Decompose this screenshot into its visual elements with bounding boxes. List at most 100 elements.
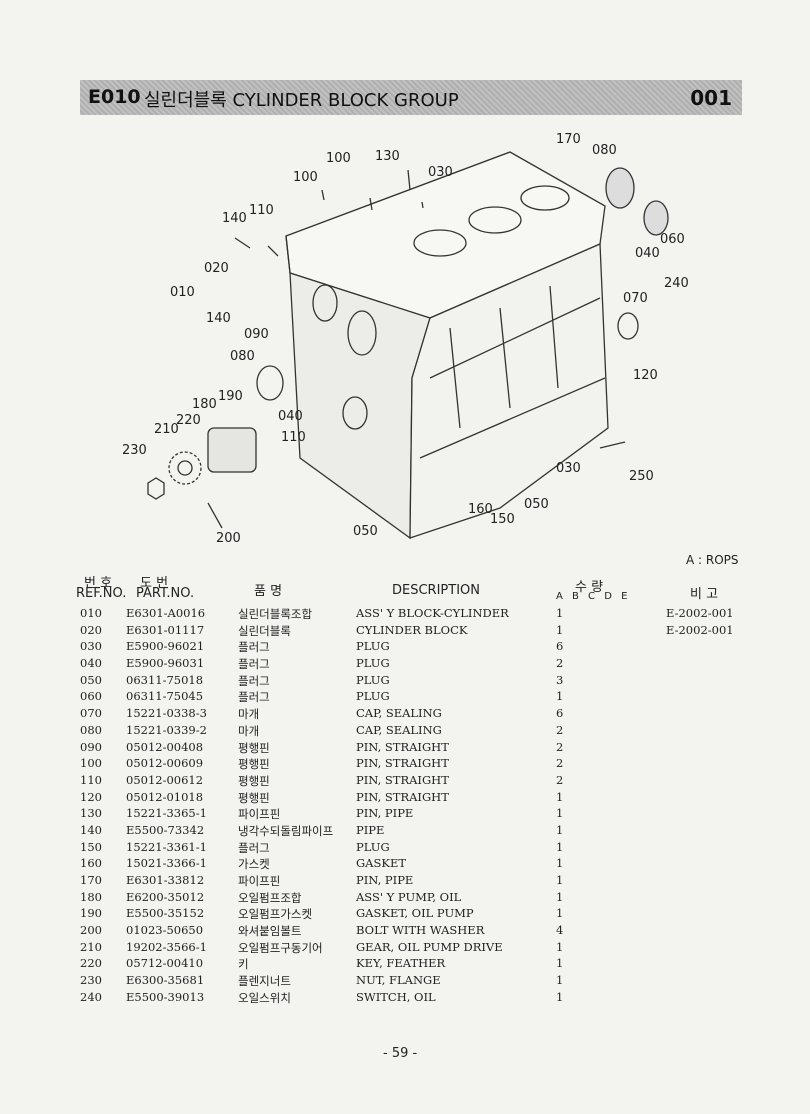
col-remarks: 비 고 [690,587,719,602]
part-no-cell: E5900-96031 [126,656,205,671]
quantity-cell: 1 [556,989,564,1004]
callout-110: 110 [249,203,274,218]
ref-no-cell: 220 [80,956,102,971]
quantity-cell: 4 [556,923,564,938]
section-title: 실린더블록 CYLINDER BLOCK GROUP [144,90,459,111]
korean-name-cell: 실린더블록조합 [238,607,313,621]
col-ref-kor: 번 호 [84,576,113,591]
part-no-cell: 05012-00612 [126,772,204,787]
ref-no-cell: 070 [80,706,102,721]
ref-no-cell: 030 [80,639,102,654]
section-header: E010 실린더블록 CYLINDER BLOCK GROUP 001 [80,80,742,115]
quantity-cell: 1 [556,789,564,804]
korean-name-cell: 와셔붙임볼트 [238,924,302,939]
callout-030b: 030 [556,461,581,476]
callout-070: 070 [623,291,648,306]
ref-no-cell: 090 [80,739,102,754]
korean-name-cell: 평행핀 [238,740,270,755]
korean-name-cell: 평행핀 [238,773,270,788]
quantity-cell: 2 [556,756,564,771]
col-ref-eng: REF.NO. [76,586,127,601]
korean-name-cell: 오일펌프가스켓 [238,907,313,922]
description-cell: PLUG [356,656,390,671]
remarks-cell: E-2002-001 [666,622,734,637]
callout-210: 210 [154,422,179,437]
callout-100: 100 [326,151,351,166]
callout-190: 190 [218,389,243,404]
callout-040: 040 [635,246,660,261]
part-no-cell: 15221-3365-1 [126,806,207,821]
callout-010: 010 [170,285,195,300]
quantity-cell: 1 [556,622,564,637]
korean-name-cell: 플렌지너트 [238,974,291,989]
quantity-cell: 1 [556,973,564,988]
callout-200: 200 [216,531,241,546]
ref-no-cell: 010 [80,606,102,620]
part-no-cell: E5500-73342 [126,822,205,837]
description-cell: CAP, SEALING [356,706,442,721]
quantity-cell: 1 [556,689,564,704]
description-cell: PIPE [356,822,385,837]
description-cell: PIN, STRAIGHT [356,756,449,771]
description-cell: SWITCH, OIL [356,989,436,1004]
ref-no-cell: 180 [80,889,102,904]
ref-no-cell: 060 [80,689,102,704]
callout-110b: 110 [281,430,306,445]
description-cell: PLUG [356,689,390,704]
col-name-kor: 품 명 [254,584,283,599]
part-no-cell: 05712-00410 [126,956,204,971]
part-no-cell: 15021-3366-1 [126,856,207,871]
ref-no-cell: 120 [80,789,102,804]
col-qty-letters: A B C D E [556,591,628,602]
ref-no-cell: 150 [80,839,102,854]
quantity-cell: 2 [556,656,564,671]
korean-name-cell: 마개 [238,707,260,722]
description-cell: PIN, STRAIGHT [356,739,449,754]
ref-no-cell: 080 [80,722,102,737]
description-cell: KEY, FEATHER [356,956,446,971]
description-cell: GASKET, OIL PUMP [356,906,474,921]
quantity-cell: 1 [556,939,564,954]
korean-name-cell: 플러그 [238,840,270,855]
quantity-cell: 1 [556,822,564,837]
ref-no-cell: 050 [80,672,102,687]
description-cell: BOLT WITH WASHER [356,923,485,938]
korean-name-cell: 파이프핀 [238,807,281,822]
korean-name-cell: 플러그 [238,657,270,672]
quantity-cell: 1 [556,873,564,887]
col-part-eng: PART.NO. [136,586,195,601]
ref-no-cell: 230 [80,973,102,988]
quantity-cell: 1 [556,856,564,871]
quantity-cell: 2 [556,772,564,787]
callout-220: 220 [176,413,201,428]
quantity-cell: 2 [556,739,564,754]
quantity-cell: 1 [556,906,564,921]
callout-050b: 050 [353,524,378,539]
page-number: - 59 - [383,1046,418,1061]
description-cell: NUT, FLANGE [356,973,441,988]
quantity-cell: 6 [556,706,564,721]
quantity-cell: 6 [556,639,564,654]
part-no-cell: 19202-3566-1 [126,939,207,954]
korean-name-cell: 평행핀 [238,757,270,772]
part-no-cell: E6300-35681 [126,973,205,988]
part-no-cell: 05012-01018 [126,789,204,804]
description-cell: PIN, PIPE [356,873,414,887]
